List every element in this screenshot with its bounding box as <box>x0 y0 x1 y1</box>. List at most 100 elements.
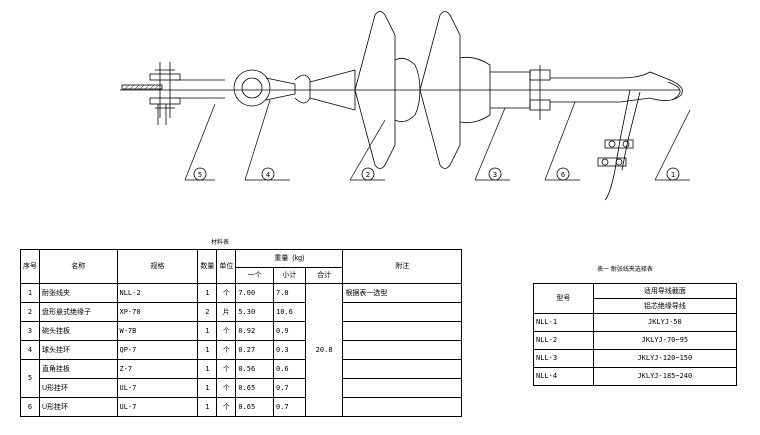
sel-conductor: JKLYJ-50 <box>592 313 738 332</box>
socket-clevis <box>490 65 551 120</box>
row-remark <box>342 340 462 360</box>
row-no: 5 <box>20 359 40 398</box>
table-row: NLL-1 JKLYJ-50 <box>533 313 738 332</box>
table-row: 2 盘形悬式绝缘子 XP-70 2 片 5.30 10.6 <box>20 302 462 322</box>
hdr-spec: 规格 <box>116 249 199 284</box>
row-spec: QP-7 <box>116 340 199 360</box>
row-subtotal: 0.9 <box>273 321 306 341</box>
table-row: 5 直角挂板 Z-7 1 个 0.56 0.6 <box>20 359 462 398</box>
hdr-name: 名称 <box>39 249 118 284</box>
row-no: 3 <box>20 321 40 341</box>
table-row: 3 碗头挂板 W-7B 1 个 0.92 0.9 <box>20 321 462 341</box>
row-spec: XP-70 <box>116 302 199 322</box>
row-name: 碗头挂板 <box>39 321 118 341</box>
callout-circles <box>193 167 680 181</box>
table-row: NLL-3 JKLYJ-120~150 <box>533 349 738 368</box>
row-subtotal: 0.7 <box>273 378 306 398</box>
insulator-string-drawing: 5 4 2 3 6 1 <box>120 11 691 201</box>
row-no: 2 <box>20 302 40 322</box>
materials-table: 序号 名称 规格 数量 单位 重量 (kg) 附注 一个 小计 合计 1 耐张线… <box>20 249 462 417</box>
row-spec: W-7B <box>116 321 199 341</box>
selection-title: 表一 耐张线夹选择表 <box>597 267 653 273</box>
tension-clamp <box>550 71 683 201</box>
hdr-no: 序号 <box>20 249 40 284</box>
row-subtotal: 0.3 <box>273 340 306 360</box>
table-row: NLL-4 JKLYJ-185~240 <box>533 367 738 386</box>
table-row: 4 球头挂环 QP-7 1 个 0.27 0.3 <box>20 340 462 360</box>
row-qty: 2 <box>197 302 218 322</box>
selection-table: 型号 适用导线截面 铝芯绝缘导线 NLL-1 JKLYJ-50 NLL-2 JK… <box>533 283 738 386</box>
row-no: 6 <box>20 397 40 417</box>
row-remark <box>342 397 462 417</box>
row-subtotal: 0.6 <box>273 359 306 379</box>
leader-lines <box>184 99 691 181</box>
row-no: 1 <box>20 283 40 303</box>
right-angle-plate <box>149 62 225 125</box>
row-each: 0.65 <box>235 397 274 417</box>
row-unit: 个 <box>216 378 237 398</box>
row-subtotal: 7.0 <box>273 283 306 303</box>
hdr-weight-label: 重量 <box>274 255 289 262</box>
row-unit: 个 <box>216 397 237 417</box>
row-qty: 1 <box>197 378 218 398</box>
row-unit: 个 <box>216 321 237 341</box>
disc-insulator-2 <box>419 11 491 169</box>
row-subtotal: 10.6 <box>273 302 306 322</box>
row-each: 0.56 <box>235 359 274 379</box>
stay-rod <box>121 84 163 90</box>
sel-hdr-conductor: 适用导线截面 <box>592 283 738 299</box>
row-each: 5.30 <box>235 302 274 322</box>
hdr-each: 一个 <box>235 267 274 284</box>
materials-title: 材料表 <box>210 240 229 246</box>
hdr-weight: 重量 (kg) <box>235 249 344 268</box>
sel-model: NLL-2 <box>533 331 594 350</box>
callout-4: 4 <box>266 171 270 179</box>
row-unit: 个 <box>216 340 237 360</box>
callout-3: 3 <box>493 171 497 179</box>
row-unit: 片 <box>216 302 237 322</box>
table-row: NLL-2 JKLYJ-70~95 <box>533 331 738 350</box>
table-row: 1 耐张线夹 NLL-2 1 个 7.00 7.0 20.8 根据表一选型 <box>20 283 462 417</box>
row-spec: UL-7 <box>116 397 199 417</box>
row-qty: 1 <box>197 283 218 303</box>
row-each: 0.92 <box>235 321 274 341</box>
row-each: 7.00 <box>235 283 274 303</box>
row-name: 球头挂环 <box>39 340 118 360</box>
sel-conductor: JKLYJ-185~240 <box>592 367 738 386</box>
row-spec: Z-7 <box>116 359 199 379</box>
row-remark: 根据表一选型 <box>342 283 462 303</box>
row-remark <box>342 321 462 341</box>
table-row: 6 U形挂环 UL-7 1 个 0.65 0.7 <box>20 397 462 417</box>
row-qty: 1 <box>197 321 218 341</box>
row-no: 4 <box>20 340 40 360</box>
row-name: U形挂环 <box>39 378 118 398</box>
sel-conductor: JKLYJ-70~95 <box>592 331 738 350</box>
hdr-unit: 单位 <box>216 249 237 284</box>
callout-5: 5 <box>198 171 202 179</box>
sel-hdr-conductor-sub: 铝芯绝缘导线 <box>592 298 738 314</box>
row-remark <box>342 378 462 398</box>
sel-model: NLL-4 <box>533 367 594 386</box>
row-name: 盘形悬式绝缘子 <box>39 302 118 322</box>
hdr-total: 合计 <box>304 267 344 284</box>
row-each: 0.27 <box>235 340 274 360</box>
row-remark <box>342 302 462 322</box>
callout-2: 2 <box>366 171 370 179</box>
hdr-subtotal: 小计 <box>273 267 306 284</box>
sel-hdr-model: 型号 <box>533 283 594 314</box>
row-qty: 1 <box>197 359 218 379</box>
callout-6: 6 <box>561 171 565 179</box>
row-unit: 个 <box>216 283 237 303</box>
row-unit: 个 <box>216 359 237 379</box>
table-row: U形挂环 UL-7 1 个 0.65 0.7 <box>21 378 462 398</box>
row-spec: NLL-2 <box>116 283 199 303</box>
row-qty: 1 <box>197 397 218 417</box>
sel-model: NLL-3 <box>533 349 594 368</box>
total-weight: 20.8 <box>304 283 344 417</box>
row-remark <box>342 359 462 379</box>
sel-conductor: JKLYJ-120~150 <box>592 349 738 368</box>
hdr-weight-unit: (kg) <box>292 255 305 262</box>
row-name: 直角挂板 <box>39 359 118 379</box>
ball-eye <box>233 69 311 107</box>
row-spec: UL-7 <box>116 378 199 398</box>
